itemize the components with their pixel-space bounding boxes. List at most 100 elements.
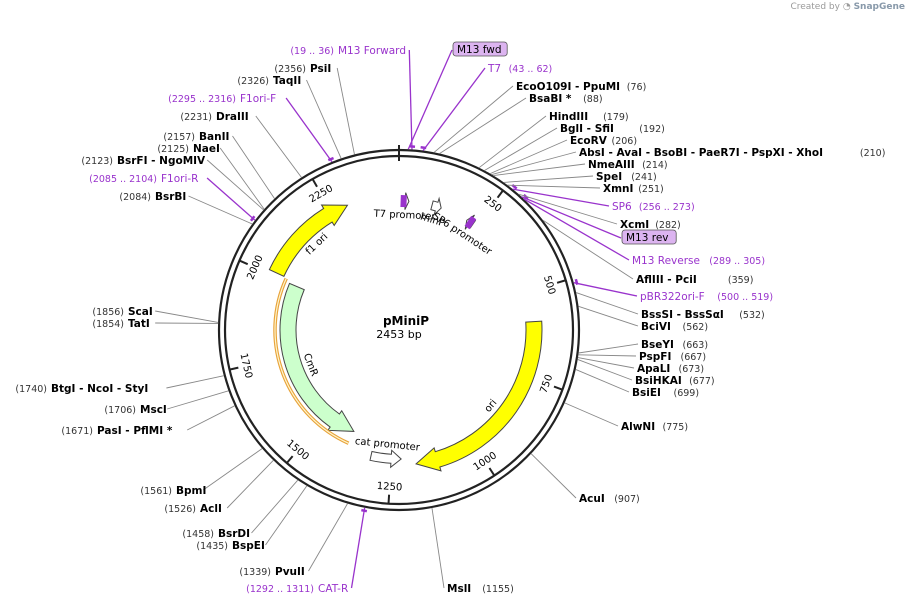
label-primer: M13 Reverse (289 .. 305) [632,255,765,267]
site-position: (2356) [274,64,306,75]
site-position: (2157) [163,132,195,143]
site-position: (907) [614,494,640,505]
site-position: (88) [583,94,603,105]
leader-line [579,344,638,353]
label-site: (1339)PvuII [239,566,304,578]
feature-f1-ori [269,205,347,276]
tick-mark [557,280,566,283]
tick-label: 1500 [284,438,311,463]
primer-name: M13 Reverse [632,255,700,267]
label-site: (1435)BspEI [196,540,264,552]
primer-box-label: M13 fwd [457,44,502,56]
site-name: NmeAIII [588,159,635,171]
primer-marker-icon [400,195,406,207]
site-position: (179) [603,112,629,123]
label-primer: (19 .. 36) M13 Forward [290,45,406,57]
label-site: (2326)TaqII [237,75,301,87]
leader-line [408,50,452,149]
label-site: EcoO109I - PpuMI (76) [516,81,646,93]
label-primer: SP6(256 .. 273) [612,201,695,213]
label-site: ApaLI(673) [637,363,704,375]
leader-line [492,152,576,175]
label-site: EcoRV(206) [570,135,637,147]
tick-mark [489,468,494,476]
label-site: (1526)AclI [164,503,221,515]
tick-mark [313,179,317,187]
primer-name: F1ori-R [161,173,198,185]
primer-range: (500 .. 519) [717,292,773,303]
tick-label: 750 [538,373,555,395]
label-site: BsiHKAI(677) [635,375,715,387]
label-site: (1706)MscI [104,404,166,416]
leader-line [233,136,275,199]
label-site: (1856)ScaI [92,306,152,318]
site-name: EcoO109I - PpuMI [516,81,620,93]
site-position: (76) [627,82,647,93]
site-name: BsrDI [218,528,250,540]
site-position: (699) [674,388,700,399]
leader-line [352,508,365,588]
tick-mark [239,261,247,265]
label-site: HindIII (179) [549,111,629,123]
label-site: (2125)NaeI [157,143,220,155]
primer-range: (289 .. 305) [709,256,765,267]
leader-line [574,283,637,296]
site-position: (1155) [482,584,514,595]
label-site: (1671) PasI - PflMI * [61,425,172,437]
site-position: (2123) [81,156,113,167]
primer-range: (2295 .. 2316) [168,94,236,105]
label-site: (2123) BsrFI - NgoMIV [81,155,206,167]
site-name: ApaLI [637,363,670,375]
site-name: BsrFI - NgoMIV [117,155,206,167]
site-position: (1458) [182,529,214,540]
primer-range: (19 .. 36) [290,46,334,57]
tick-label: 500 [541,275,557,296]
primer-range: (1292 .. 1311) [246,584,314,595]
primer-binding-mark [576,279,577,284]
label-site: AcuI(907) [579,493,640,505]
primer-name: F1ori-F [240,93,276,105]
feature-label-sp6-promoter: SP6 promoter [430,211,494,258]
label-site: PspFI(667) [639,351,706,363]
site-name: BssSI - BssSαI [641,309,724,321]
site-name: HindIII [549,111,588,123]
leader-line [166,376,223,388]
leader-line [220,148,264,209]
tick-label: 2250 [307,183,335,205]
primer-binding-mark [361,510,367,511]
site-position: (210) [860,148,886,159]
label-site: SpeI(241) [596,171,657,183]
leader-line [439,98,526,154]
site-position: (775) [663,422,689,433]
leader-line [307,80,342,158]
tick-mark [498,190,503,197]
site-position: (282) [655,220,681,231]
label-site: NmeAIII(214) [588,159,668,171]
site-position: (2231) [180,112,212,123]
label-site: (1458) BsrDI [182,528,250,540]
site-position: (1526) [164,504,196,515]
site-position: (2084) [119,192,151,203]
site-position: (1671) [61,426,93,437]
label-site: XmnI(251) [603,183,664,195]
leader-line [409,50,412,149]
site-name: BpmI [176,485,206,497]
label-site: (1740)BtgI - NcoI - StyI [15,383,148,395]
site-name: PasI - PflMI * [97,425,173,437]
tick-mark [287,456,293,463]
label-boxed: M13 fwd [453,42,507,56]
primer-name: M13 Forward [338,45,406,57]
label-site: (2157)BanII [163,131,229,143]
tick-label: 1250 [376,481,402,494]
label-site: XcmI(282) [620,219,681,231]
label-site: (2084)BsrBI [119,191,186,203]
leader-line [479,116,546,168]
label-primer: (2085 .. 2104)F1ori-R [89,173,198,185]
label-site: (1854)TatI [92,318,149,330]
leader-line [508,185,600,188]
tick-mark [230,368,239,370]
feature-cmr [280,283,354,431]
